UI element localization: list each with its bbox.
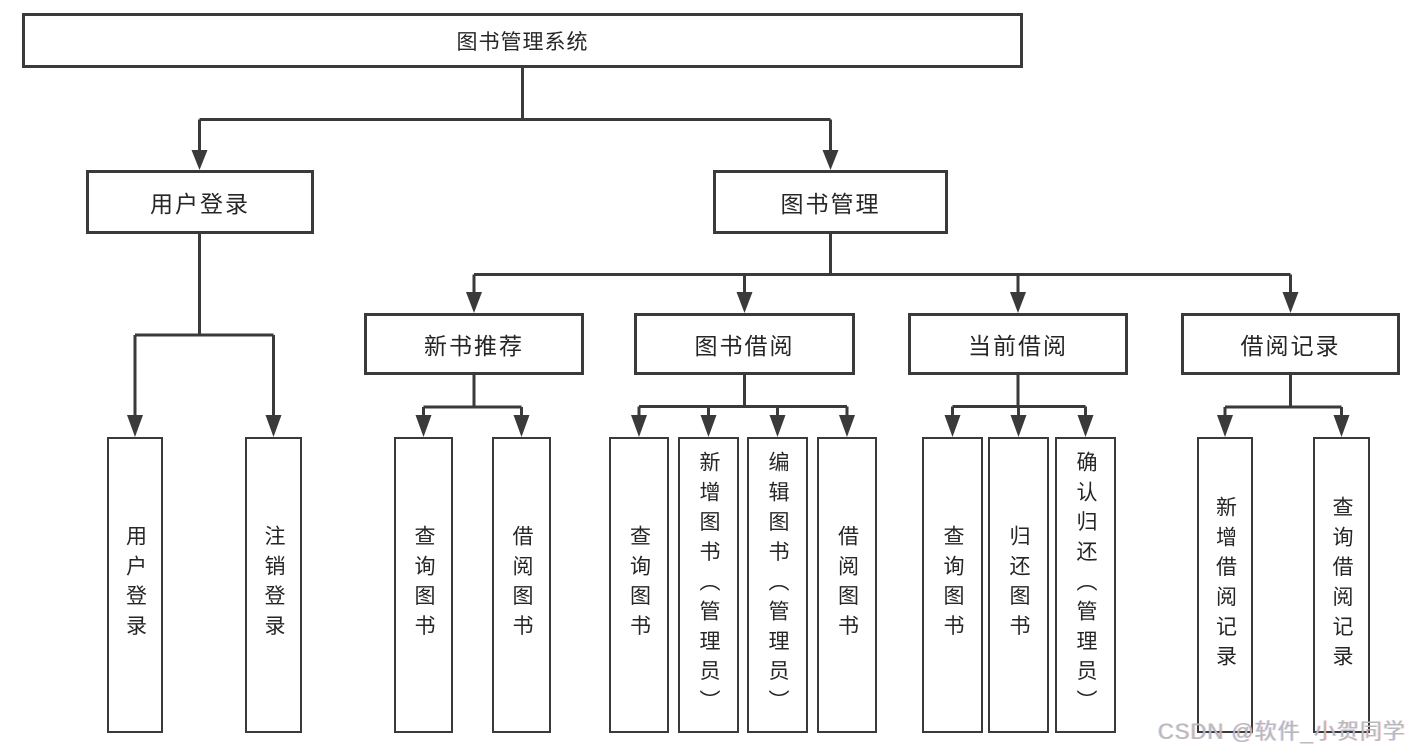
node-book-borrowing: 图书借阅 bbox=[634, 313, 855, 375]
leaf-borrowing-borrow-books: 借阅图书 bbox=[817, 437, 877, 733]
arrow-book-management bbox=[822, 150, 839, 170]
node-borrowing-records: 借阅记录 bbox=[1181, 313, 1400, 375]
leaf-recommend-borrow-books: 借阅图书 bbox=[492, 437, 551, 733]
leaf-logout: 注销登录 bbox=[245, 437, 302, 733]
leaf-borrowing-edit-books-admin: 编辑图书（管理员） bbox=[747, 437, 808, 733]
connector-recommend-to-leaves bbox=[422, 375, 523, 417]
leaf-records-query-record: 查询借阅记录 bbox=[1313, 437, 1370, 733]
arrow-leaf-bb-borrow bbox=[839, 415, 855, 437]
connector-current-to-leaves bbox=[951, 375, 1087, 417]
arrow-borrowing-records bbox=[1282, 292, 1299, 313]
node-current-borrowing: 当前借阅 bbox=[908, 313, 1128, 375]
arrow-leaf-bb-query bbox=[631, 415, 647, 437]
arrow-leaf-logout bbox=[265, 415, 282, 437]
arrow-current-borrowing bbox=[1010, 292, 1026, 313]
node-book-management: 图书管理 bbox=[713, 170, 948, 234]
arrow-leaf-bb-edit bbox=[769, 415, 786, 437]
connector-records-to-leaves bbox=[1223, 375, 1343, 417]
arrow-leaf-cb-confirm bbox=[1077, 415, 1094, 437]
leaf-current-return-books: 归还图书 bbox=[988, 437, 1049, 733]
leaf-user-login: 用户登录 bbox=[107, 437, 163, 733]
leaf-recommend-query-books: 查询图书 bbox=[394, 437, 453, 733]
arrow-leaf-user-login bbox=[127, 415, 143, 437]
arrow-leaf-cb-return bbox=[1010, 415, 1027, 437]
arrowheads bbox=[127, 150, 1350, 437]
leaf-current-query-books: 查询图书 bbox=[922, 437, 983, 733]
connector-root-to-level2 bbox=[198, 68, 832, 151]
node-library-management-system: 图书管理系统 bbox=[22, 13, 1023, 68]
connector-userlogin-to-leaves bbox=[133, 234, 275, 416]
arrow-leaf-rec-query bbox=[415, 415, 432, 437]
arrow-book-borrowing bbox=[736, 292, 753, 313]
leaf-borrowing-add-books-admin: 新增图书（管理员） bbox=[678, 437, 739, 733]
leaf-borrowing-query-books: 查询图书 bbox=[609, 437, 669, 733]
connector-bookmgmt-to-level3 bbox=[472, 234, 1292, 294]
arrow-leaf-cb-query bbox=[944, 415, 961, 437]
arrow-user-login bbox=[191, 150, 208, 170]
leaf-records-add-record: 新增借阅记录 bbox=[1197, 437, 1253, 733]
arrow-new-book-recommend bbox=[466, 292, 482, 313]
leaf-current-confirm-return-admin: 确认归还（管理员） bbox=[1055, 437, 1116, 733]
node-new-book-recommend: 新书推荐 bbox=[364, 313, 584, 375]
arrow-leaf-br-add bbox=[1217, 415, 1233, 437]
arrow-leaf-rec-borrow bbox=[513, 415, 530, 437]
csdn-watermark: CSDN @软件_小贺同学 bbox=[1158, 719, 1405, 744]
node-user-login: 用户登录 bbox=[86, 170, 314, 234]
connector-borrowing-to-leaves bbox=[637, 375, 849, 417]
arrow-leaf-br-query bbox=[1333, 415, 1350, 437]
arrow-leaf-bb-add bbox=[700, 415, 717, 437]
